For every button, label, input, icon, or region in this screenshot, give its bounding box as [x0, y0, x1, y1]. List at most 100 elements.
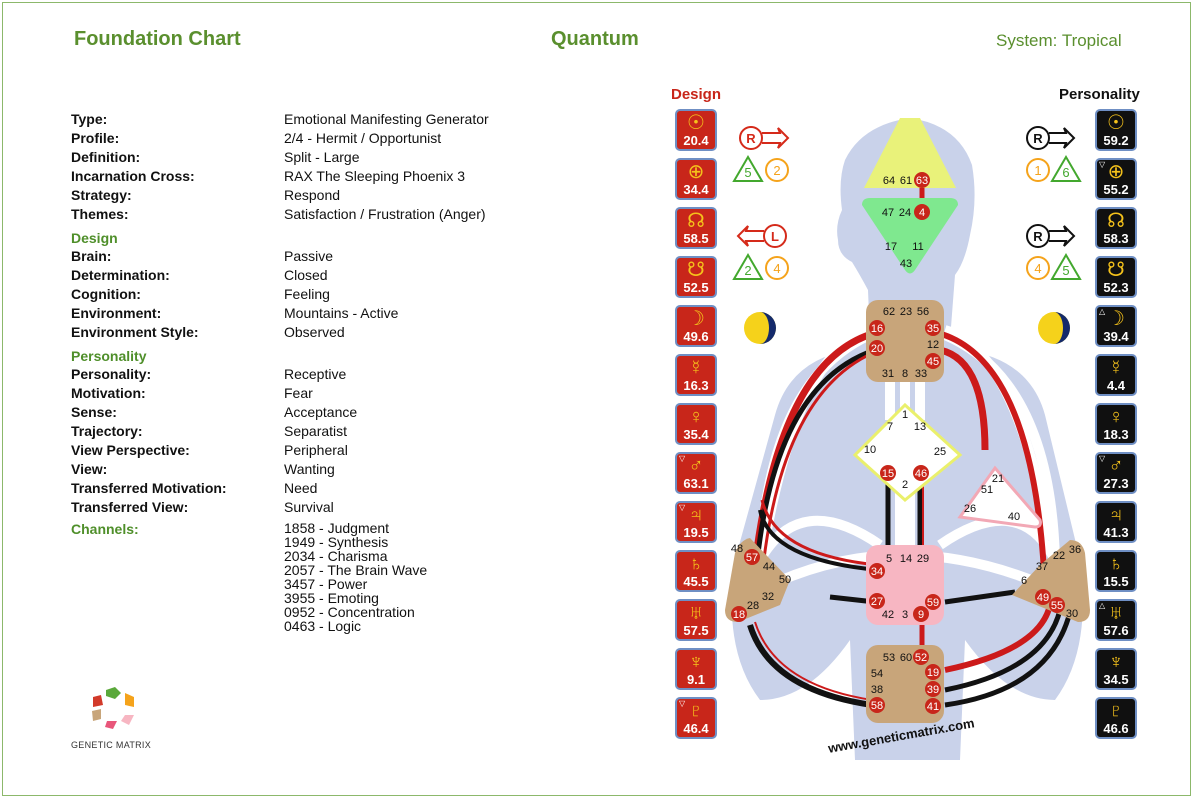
- gate-ajna[interactable]: 4: [919, 207, 925, 219]
- gate-root[interactable]: 52: [915, 652, 927, 664]
- gate-heart[interactable]: 21: [992, 473, 1004, 485]
- personality-planet-box[interactable]: ♄15.5: [1095, 550, 1137, 592]
- gate-head[interactable]: 61: [900, 175, 912, 187]
- personality-planet-box[interactable]: ▽♂27.3: [1095, 452, 1137, 494]
- personality-planet-box[interactable]: ☉59.2: [1095, 109, 1137, 151]
- gate-solar[interactable]: 30: [1066, 608, 1078, 620]
- channel-item: 1949 - Synthesis: [284, 534, 389, 550]
- gate-sacral[interactable]: 34: [871, 566, 883, 578]
- gate-throat[interactable]: 16: [871, 323, 883, 335]
- gate-root[interactable]: 41: [927, 701, 939, 713]
- gate-root[interactable]: 54: [871, 668, 883, 680]
- gate-spleen[interactable]: 44: [763, 561, 775, 573]
- personality-planet-box[interactable]: △♅57.6: [1095, 599, 1137, 641]
- gate-spleen[interactable]: 32: [762, 591, 774, 603]
- gate-root[interactable]: 19: [927, 667, 939, 679]
- gate-root[interactable]: 39: [927, 684, 939, 696]
- personality-planet-box[interactable]: ☋52.3: [1095, 256, 1137, 298]
- gate-ajna[interactable]: 17: [885, 241, 897, 253]
- gate-g[interactable]: 13: [914, 421, 926, 433]
- gate-spleen[interactable]: 18: [733, 609, 745, 621]
- gate-sacral[interactable]: 42: [882, 609, 894, 621]
- gate-sacral[interactable]: 59: [927, 597, 939, 609]
- gate-ajna[interactable]: 24: [899, 207, 911, 219]
- gate-throat[interactable]: 45: [927, 356, 939, 368]
- gate-spleen[interactable]: 28: [747, 600, 759, 612]
- design-key: Environment:: [71, 305, 162, 321]
- gate-solar[interactable]: 22: [1053, 550, 1065, 562]
- design-planet-box[interactable]: ▽♃19.5: [675, 501, 717, 543]
- gate-solar[interactable]: 55: [1051, 600, 1063, 612]
- gate-throat[interactable]: 31: [882, 368, 894, 380]
- gate-sacral[interactable]: 3: [902, 609, 908, 621]
- gate-sacral[interactable]: 27: [871, 596, 883, 608]
- gate-throat[interactable]: 23: [900, 306, 912, 318]
- design-planet-box[interactable]: ☉20.4: [675, 109, 717, 151]
- gate-sacral[interactable]: 9: [918, 609, 924, 621]
- gate-root[interactable]: 58: [871, 700, 883, 712]
- personality-planet-box[interactable]: ▽⊕55.2: [1095, 158, 1137, 200]
- design-planet-box[interactable]: ☊58.5: [675, 207, 717, 249]
- design-planet-box[interactable]: ☿16.3: [675, 354, 717, 396]
- gate-head[interactable]: 63: [916, 175, 928, 187]
- design-planet-box[interactable]: ⊕34.4: [675, 158, 717, 200]
- gate-throat[interactable]: 62: [883, 306, 895, 318]
- gate-g[interactable]: 10: [864, 444, 876, 456]
- gate-throat[interactable]: 33: [915, 368, 927, 380]
- gate-solar[interactable]: 37: [1036, 561, 1048, 573]
- design-planet-box[interactable]: ☽49.6: [675, 305, 717, 347]
- gate-ajna[interactable]: 43: [900, 258, 912, 270]
- gate-heart[interactable]: 26: [964, 503, 976, 515]
- gate-root[interactable]: 38: [871, 684, 883, 696]
- gate-spleen[interactable]: 50: [779, 574, 791, 586]
- gate-root[interactable]: 60: [900, 652, 912, 664]
- planet-gate-value: 4.4: [1106, 378, 1126, 393]
- gate-ajna[interactable]: 11: [912, 241, 923, 253]
- design-value: Mountains - Active: [284, 305, 399, 321]
- design-planet-box[interactable]: ▽♇46.4: [675, 697, 717, 739]
- gate-g[interactable]: 46: [915, 468, 927, 480]
- personality-planet-box[interactable]: △☽39.4: [1095, 305, 1137, 347]
- personality-planet-box[interactable]: ☿4.4: [1095, 354, 1137, 396]
- design-planet-box[interactable]: ♆9.1: [675, 648, 717, 690]
- personality-planet-box[interactable]: ☊58.3: [1095, 207, 1137, 249]
- gate-root[interactable]: 53: [883, 652, 895, 664]
- gate-throat[interactable]: 56: [917, 306, 929, 318]
- gate-spleen[interactable]: 48: [731, 543, 743, 555]
- design-planet-box[interactable]: ♅57.5: [675, 599, 717, 641]
- channel-item: 2057 - The Brain Wave: [284, 562, 428, 578]
- variable-p2: 6: [1062, 165, 1069, 180]
- personality-planet-box[interactable]: ♇46.6: [1095, 697, 1137, 739]
- personality-planet-box[interactable]: ♆34.5: [1095, 648, 1137, 690]
- design-bottom-arrow-label: L: [771, 229, 779, 244]
- gate-throat[interactable]: 35: [927, 323, 939, 335]
- design-planet-box[interactable]: ☋52.5: [675, 256, 717, 298]
- personality-planet-box[interactable]: ♀18.3: [1095, 403, 1137, 445]
- design-planet-box[interactable]: ▽♂63.1: [675, 452, 717, 494]
- gate-g[interactable]: 25: [934, 446, 946, 458]
- planet-glyph-icon: ⊕: [687, 161, 705, 183]
- design-planet-box[interactable]: ♄45.5: [675, 550, 717, 592]
- gate-heart[interactable]: 40: [1008, 511, 1020, 523]
- design-planet-box[interactable]: ♀35.4: [675, 403, 717, 445]
- gate-sacral[interactable]: 29: [917, 553, 929, 565]
- gate-spleen[interactable]: 57: [746, 552, 758, 564]
- gate-sacral[interactable]: 14: [900, 553, 912, 565]
- gate-g[interactable]: 15: [882, 468, 894, 480]
- gate-head[interactable]: 64: [883, 175, 895, 187]
- gate-g[interactable]: 1: [902, 409, 908, 421]
- gate-sacral[interactable]: 5: [886, 553, 892, 565]
- gate-ajna[interactable]: 47: [882, 207, 894, 219]
- gate-solar[interactable]: 6: [1021, 575, 1027, 587]
- gate-throat[interactable]: 20: [871, 343, 883, 355]
- gate-throat[interactable]: 8: [902, 368, 908, 380]
- gate-heart[interactable]: 51: [981, 484, 993, 496]
- gate-throat[interactable]: 12: [927, 339, 939, 351]
- channel-item: 0952 - Concentration: [284, 604, 415, 620]
- gate-g[interactable]: 7: [887, 421, 893, 433]
- personality-planet-box[interactable]: ♃41.3: [1095, 501, 1137, 543]
- gate-solar[interactable]: 36: [1069, 544, 1081, 556]
- gate-solar[interactable]: 49: [1037, 592, 1049, 604]
- gate-g[interactable]: 2: [902, 479, 908, 491]
